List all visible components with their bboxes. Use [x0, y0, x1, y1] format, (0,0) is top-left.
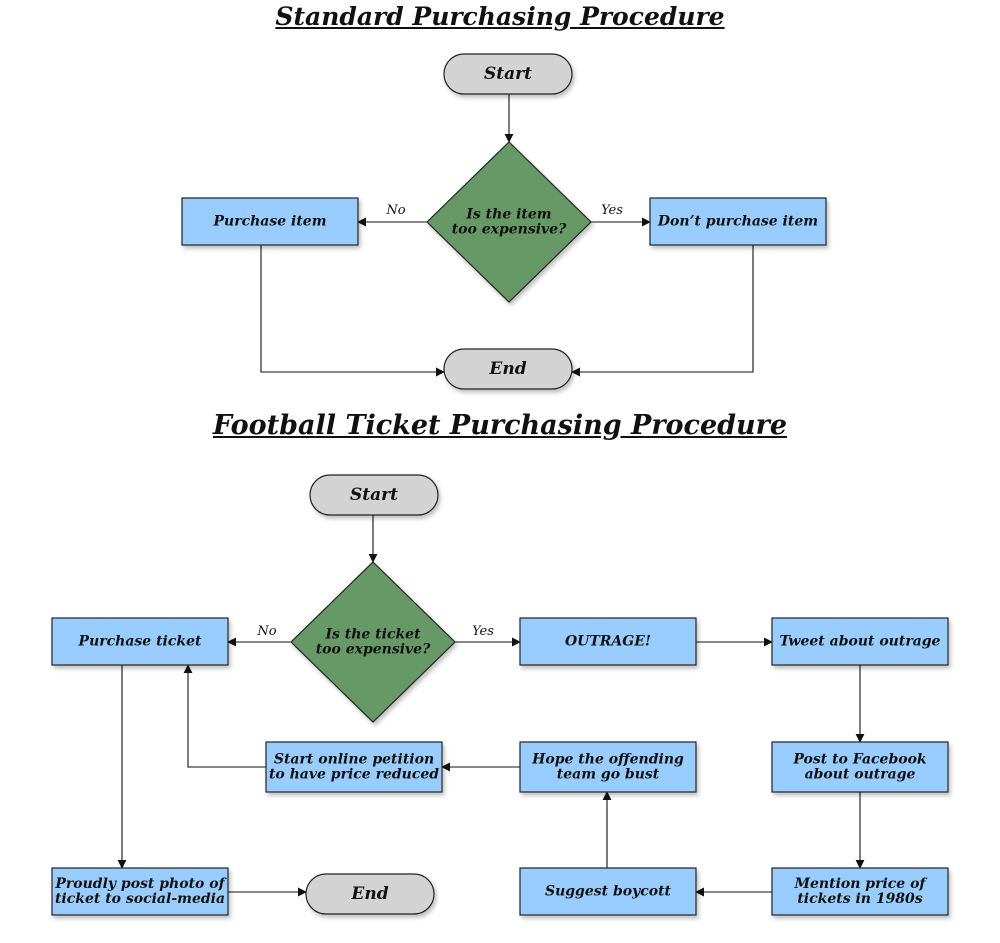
football-edge-petition-purchase	[183, 664, 266, 768]
football-petition-box	[265, 741, 443, 793]
football-tweet-text: Tweet about outrage	[780, 634, 941, 650]
football-petition-text-line-2: to have price reduced	[269, 766, 439, 782]
standard-no-label: No	[385, 203, 405, 218]
football-start-text: Start	[350, 485, 398, 505]
football-outrage-text: OUTRAGE!	[565, 634, 651, 650]
standard-title: Standard Purchasing Procedure	[275, 2, 725, 31]
football-decision-text-line-2: too expensive?	[316, 641, 431, 657]
football-post-photo-box	[51, 867, 229, 916]
football-title: Football Ticket Purchasing Procedure	[212, 410, 788, 441]
standard-decision-shape	[426, 141, 592, 303]
football-purchase-ticket-box	[51, 617, 229, 666]
standard-purchase-item: Purchase item	[181, 197, 359, 246]
standard-end: End	[443, 348, 573, 390]
football-no-label: No	[256, 624, 276, 639]
football-boycott: Suggest boycott	[519, 867, 697, 916]
football-boycott-box	[519, 867, 697, 916]
football-post-photo-text-line-2: ticket to social-media	[55, 891, 225, 907]
football-yes-label: Yes	[472, 624, 494, 639]
football-outrage-box	[519, 617, 697, 666]
football-end: End	[305, 873, 435, 915]
football-end-shape	[305, 873, 435, 915]
standard-yes-label: Yes	[601, 203, 623, 218]
football-mention-price-text-line-1: Mention price of	[794, 876, 929, 892]
football-facebook-text-line-1: Post to Facebook	[792, 752, 927, 768]
football-mention-price-text-line-2: tickets in 1980s	[797, 891, 922, 907]
football-outrage: OUTRAGE!	[519, 617, 697, 666]
football-boycott-text: Suggest boycott	[545, 884, 672, 900]
football-post-photo-text-line-1: Proudly post photo of	[54, 876, 227, 892]
standard-dont-purchase-item-text: Don’t purchase item	[657, 214, 818, 230]
standard-dont-purchase-item-box	[649, 197, 827, 246]
standard-purchase-item-text: Purchase item	[212, 214, 326, 230]
standard-dont-purchase-item: Don’t purchase item	[649, 197, 827, 246]
football-petition-text-line-1: Start online petition	[274, 752, 434, 768]
football-hope-text-line-1: Hope the offending	[531, 752, 684, 768]
football-facebook-box	[771, 741, 949, 793]
football-end-text: End	[350, 884, 388, 904]
football-facebook-text-line-2: about outrage	[805, 766, 916, 782]
standard-purchase-item-box	[181, 197, 359, 246]
football-start: Start	[309, 474, 439, 516]
football-hope-box	[519, 741, 697, 793]
football-tweet-box	[771, 617, 949, 666]
standard-start-text: Start	[484, 64, 532, 84]
football-start-shape	[309, 474, 439, 516]
standard-decision-text-line-2: too expensive?	[452, 221, 567, 237]
football-hope-text-line-2: team go bust	[557, 766, 660, 782]
standard-edge-purchase-end	[260, 245, 445, 377]
standard-end-text: End	[488, 359, 526, 379]
football-tweet: Tweet about outrage	[771, 617, 949, 666]
football-mention-price-box	[771, 867, 949, 916]
standard-decision-text-line-1: Is the item	[465, 207, 551, 223]
standard-edge-dont-end	[571, 245, 754, 377]
football-purchase-ticket-text: Purchase ticket	[78, 634, 202, 650]
standard-start: Start	[443, 53, 573, 95]
football-purchase-ticket: Purchase ticket	[51, 617, 229, 666]
football-decision-text-line-1: Is the ticket	[324, 627, 421, 643]
standard-end-shape	[443, 348, 573, 390]
football-decision-shape	[290, 561, 456, 723]
standard-start-shape	[443, 53, 573, 95]
